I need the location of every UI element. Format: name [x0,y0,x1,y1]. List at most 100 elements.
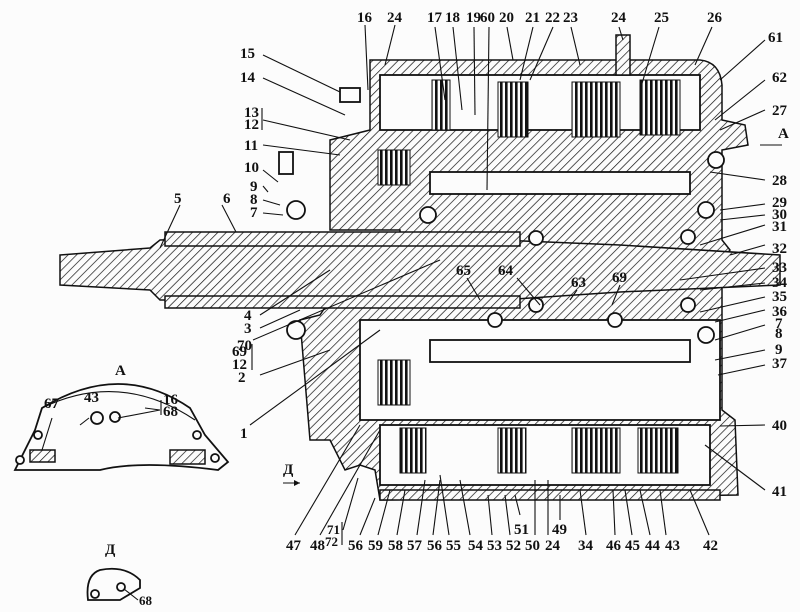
callout-70: 70 [237,338,252,354]
callout-28: 28 [772,173,787,189]
arrow-d: Д [283,462,300,486]
detail-view-d: Д 68 [86,542,153,608]
callout-63: 63 [571,275,586,291]
callout-16: 16 [357,10,373,26]
callout-18: 18 [445,10,460,26]
detail-a-callout-43: 43 [84,390,99,406]
callout-15: 15 [240,46,255,62]
callouts-middle: 65 64 63 69 [456,263,627,291]
callouts-bottom: 47 48 71 72 56 59 58 57 56 55 54 53 52 5… [286,522,718,554]
countershaft [429,171,691,363]
callout-48: 48 [310,538,325,554]
callout-11: 11 [244,138,258,154]
detail-d-callout-68: 68 [139,593,153,608]
callout-4: 4 [244,308,252,324]
callout-10: 10 [244,160,259,176]
callout-52: 52 [506,538,521,554]
callout-65: 65 [456,263,471,279]
callout-34: 34 [772,275,788,291]
callout-5: 5 [174,191,182,207]
callout-3: 3 [244,321,252,337]
callout-9: 9 [250,179,258,195]
callout-40: 40 [772,418,787,434]
callout-41: 41 [772,484,787,500]
callout-21: 21 [525,10,540,26]
callout-58: 58 [388,538,403,554]
callout-19: 19 [466,10,481,26]
callout-53: 53 [487,538,502,554]
detail-a-callout-68: 68 [163,404,178,420]
callout-7r: 7 [775,316,783,332]
main-shaft [59,231,781,309]
callout-34b: 34 [578,538,594,554]
callout-69m: 69 [612,270,627,286]
callout-7: 7 [250,205,258,221]
callout-72: 72 [325,534,338,549]
callout-24b: 24 [611,10,627,26]
callout-50: 50 [525,538,540,554]
view-d-title: Д [105,542,116,558]
leader-lines [159,24,766,536]
callout-44: 44 [645,538,661,554]
callout-57: 57 [407,538,423,554]
callouts-right: 61 62 27 28 29 30 31 32 33 34 35 36 7 8 … [760,30,789,500]
callout-24: 24 [387,10,403,26]
callout-1: 1 [240,426,248,442]
callout-51: 51 [514,522,529,538]
callout-64: 64 [498,263,514,279]
callout-42: 42 [703,538,718,554]
callout-24c: 24 [545,538,561,554]
callout-17: 17 [427,10,443,26]
callouts-left-upper: 15 14 13 12 11 10 9 8 7 5 6 [174,46,263,221]
callout-35: 35 [772,289,787,305]
callout-14: 14 [240,70,256,86]
callouts-top: 16 24 17 18 19 60 20 21 22 23 24 25 26 [357,10,723,26]
detail-a-callout-16: 16 [163,392,179,408]
callout-60: 60 [480,10,495,26]
callout-69: 69 [232,344,247,360]
detail-view-a: A 67 43 16 68 [13,363,230,471]
view-a-title: A [115,363,126,379]
callout-8r: 8 [775,326,783,342]
callout-22: 22 [545,10,560,26]
callout-30: 30 [772,207,787,223]
callout-29: 29 [772,195,787,211]
callout-56b: 56 [427,538,443,554]
callout-55: 55 [446,538,461,554]
callout-23: 23 [563,10,578,26]
callouts-left-lower: 4 3 70 69 12 2 1 [232,308,253,442]
callout-2: 2 [238,370,246,386]
callout-33: 33 [772,260,787,276]
callout-20: 20 [499,10,514,26]
bottom-cover [379,489,721,501]
callout-49: 49 [552,522,567,538]
callout-62: 62 [772,70,787,86]
callout-54: 54 [468,538,484,554]
callout-6: 6 [223,191,231,207]
callout-26: 26 [707,10,723,26]
callout-45: 45 [625,538,640,554]
callout-32: 32 [772,241,787,257]
arrow-a-label: A [778,126,789,142]
clutch-packs-upper [377,79,681,186]
callout-13: 13 [244,105,259,121]
callout-9r: 9 [775,342,783,358]
callout-27: 27 [772,103,788,119]
callout-59: 59 [368,538,383,554]
callout-12b: 12 [232,357,247,373]
callout-47: 47 [286,538,302,554]
arrow-d-label: Д [283,462,294,478]
bearings [286,151,725,344]
callout-25: 25 [654,10,669,26]
callout-31: 31 [772,219,787,235]
callout-37: 37 [772,356,788,372]
callout-46: 46 [606,538,622,554]
callout-71: 71 [327,522,340,537]
callout-43: 43 [665,538,680,554]
callout-8: 8 [250,192,258,208]
callout-12: 12 [244,117,259,133]
detail-a-callout-67: 67 [44,396,60,412]
filler-pipe [615,34,631,76]
clutch-packs-lower [377,359,679,474]
